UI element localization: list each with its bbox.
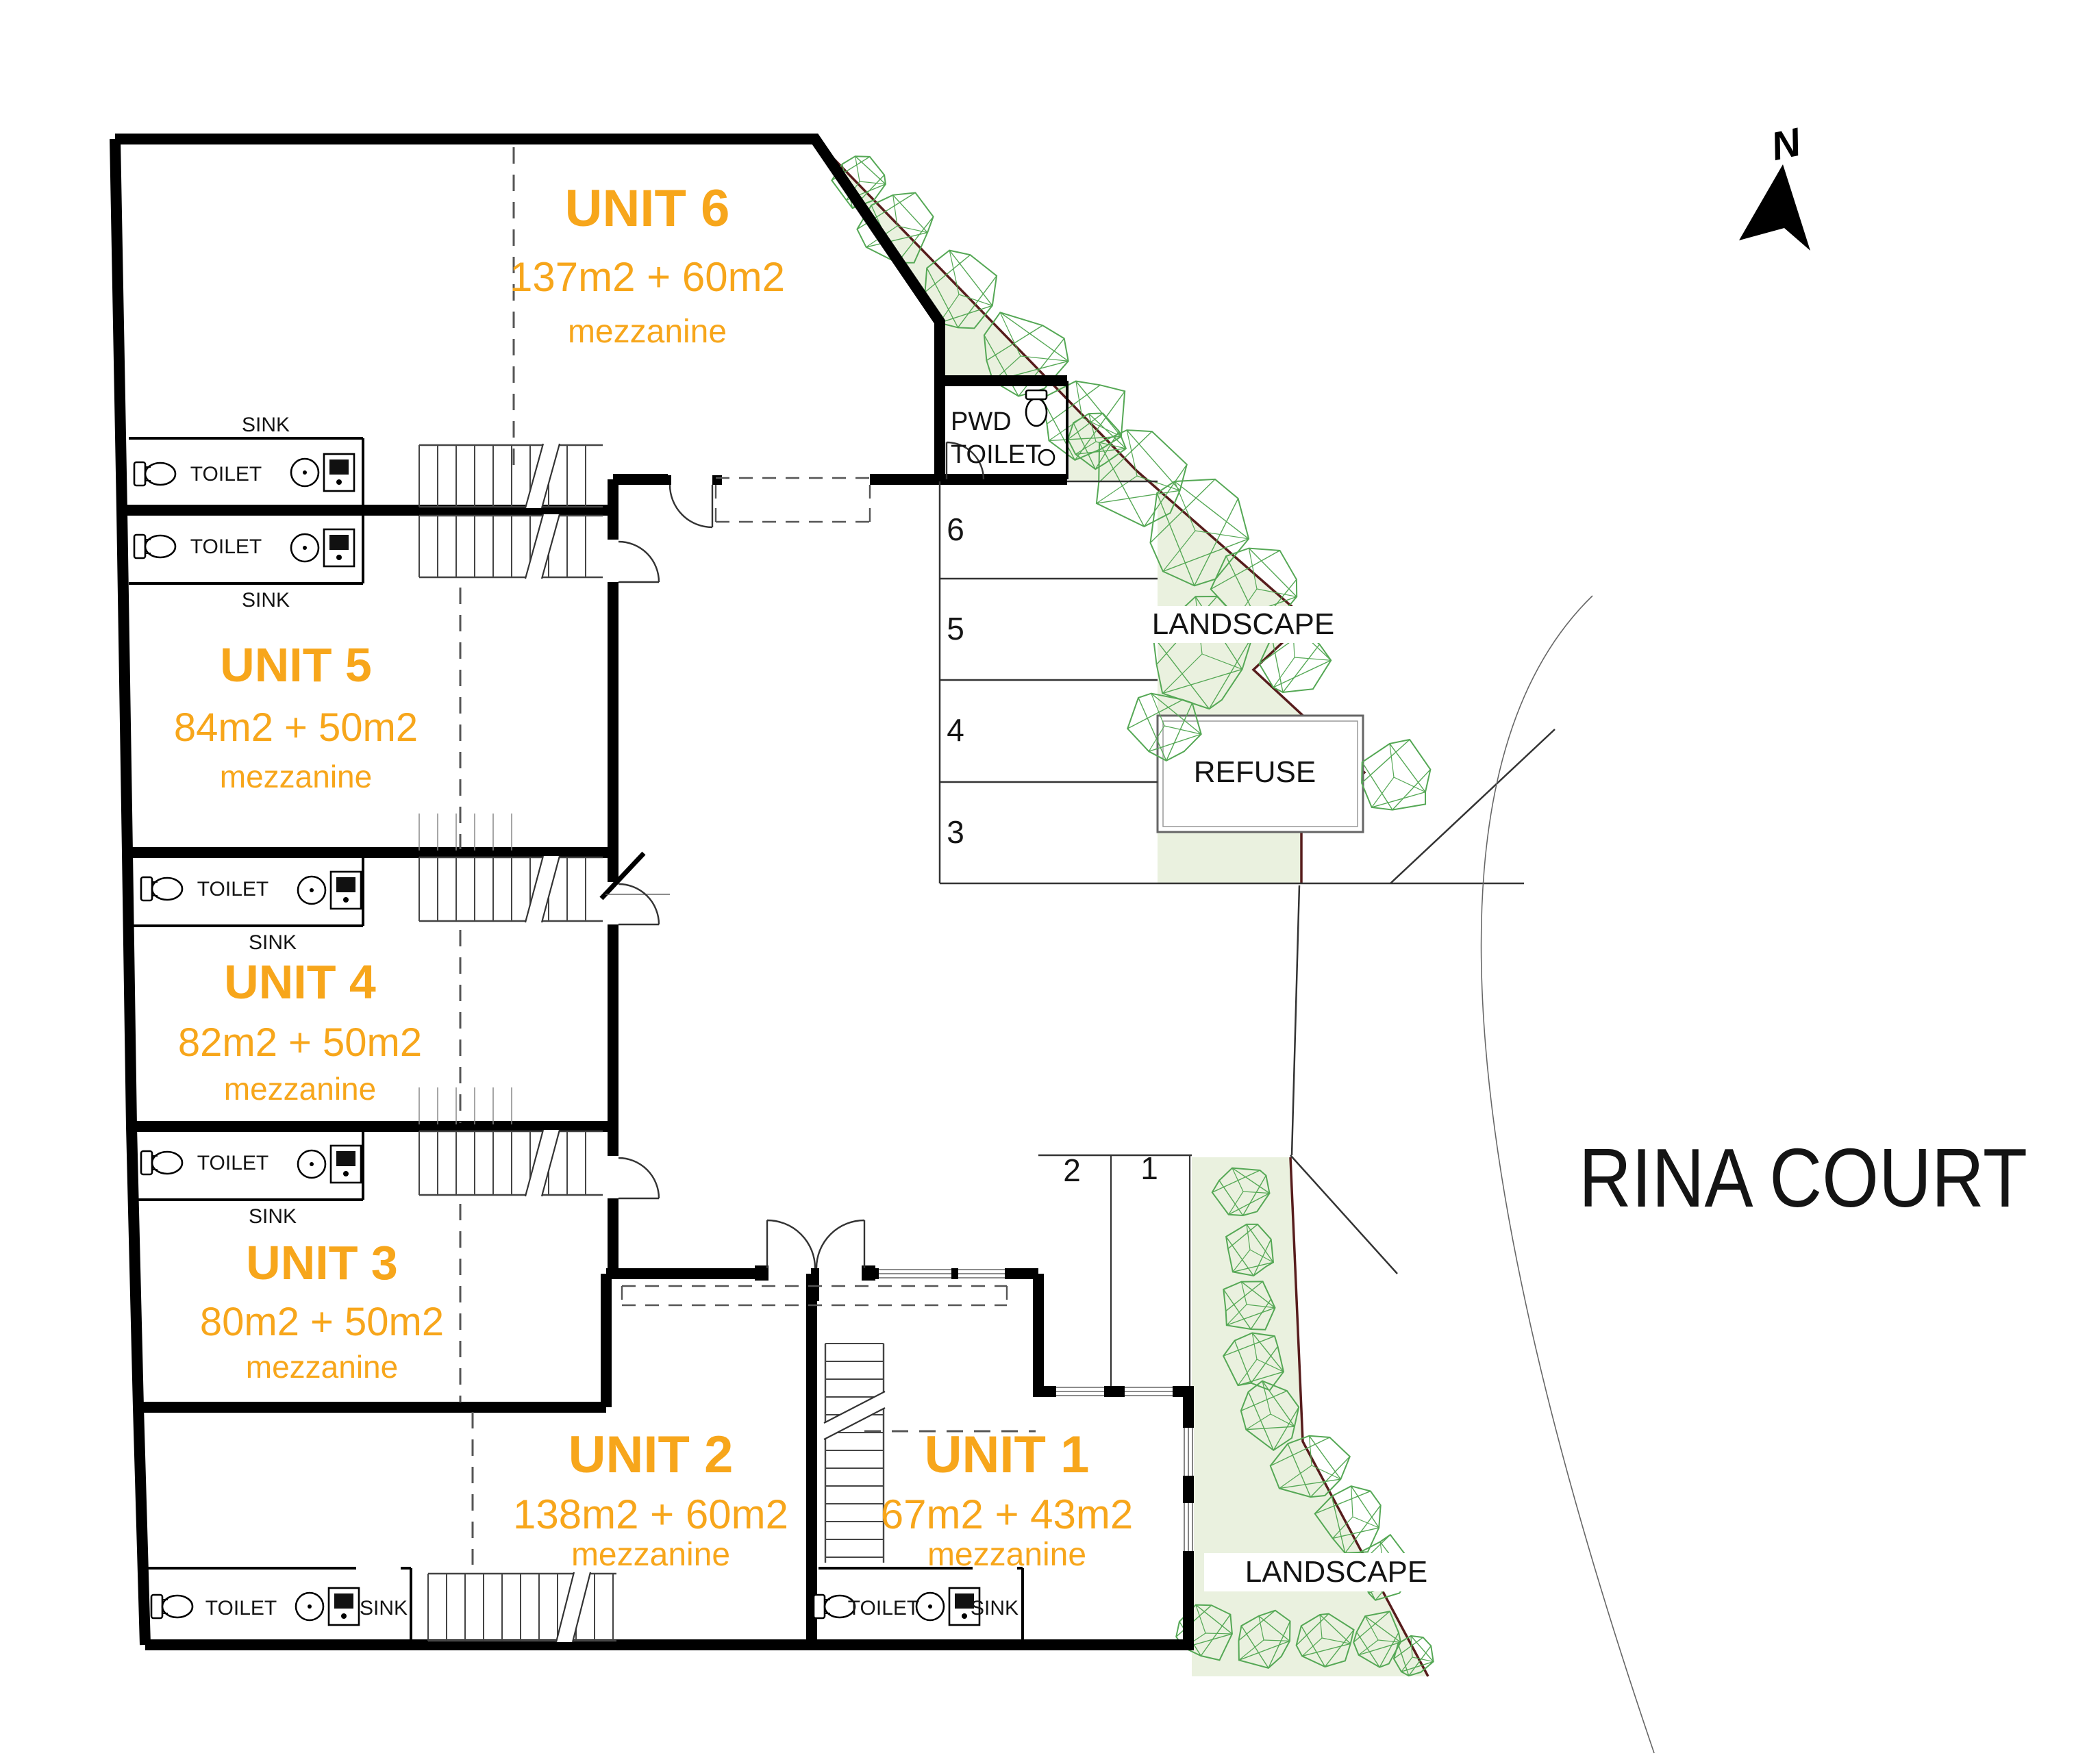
- landscape-chip-bottom: [1204, 1553, 1469, 1591]
- unit2-area: 138m2 + 60m2: [513, 1491, 788, 1537]
- parking-space-6: 6: [947, 512, 964, 547]
- sink-label: SINK: [360, 1597, 408, 1620]
- parking-space-2: 2: [1063, 1152, 1081, 1188]
- building-walls: [110, 134, 1194, 1650]
- toilet-label: TOILET: [197, 1152, 268, 1174]
- stair-icons: [418, 443, 886, 1643]
- refuse-label: REFUSE: [1194, 755, 1316, 789]
- sink-label: SINK: [249, 1205, 297, 1228]
- parking-space-4: 4: [947, 712, 964, 748]
- toilet-label: TOILET: [190, 463, 262, 486]
- unit5-name: UNIT 5: [220, 638, 372, 692]
- unit1-area: 67m2 + 43m2: [881, 1491, 1134, 1537]
- unit2-name: UNIT 2: [568, 1426, 734, 1484]
- pwd-toilet-label-line1: PWD: [951, 407, 1012, 436]
- landscape-label-bottom: LANDSCAPE: [1245, 1555, 1428, 1589]
- parking-space-3: 3: [947, 814, 964, 850]
- toilet-label: TOILET: [197, 878, 268, 900]
- unit3-mezzanine: mezzanine: [246, 1349, 398, 1385]
- parking-space-1: 1: [1140, 1150, 1158, 1186]
- street-name: RINA COURT: [1579, 1131, 2027, 1224]
- toilet-label: TOILET: [205, 1597, 277, 1620]
- window-icons: [879, 1268, 1194, 1551]
- sink-label: SINK: [249, 931, 297, 954]
- north-label: N: [1767, 120, 1805, 170]
- unit5-mezzanine: mezzanine: [220, 759, 372, 794]
- unit4-mezzanine: mezzanine: [224, 1071, 376, 1107]
- road-lines: [940, 595, 1655, 1754]
- refuse-enclosure: [1156, 714, 1364, 833]
- north-arrow-icon: N: [1739, 120, 1810, 251]
- unit1-name: UNIT 1: [925, 1426, 1090, 1484]
- sink-label: SINK: [971, 1597, 1018, 1620]
- unit6-area: 137m2 + 60m2: [510, 254, 785, 300]
- unit2-mezzanine: mezzanine: [571, 1537, 730, 1573]
- unit1-mezzanine: mezzanine: [927, 1537, 1086, 1573]
- pwd-toilet-label-line2: TOILET: [951, 440, 1041, 469]
- unit6-mezzanine: mezzanine: [568, 314, 727, 350]
- unit5-area: 84m2 + 50m2: [174, 705, 418, 750]
- unit6-name: UNIT 6: [565, 179, 730, 238]
- sink-label: SINK: [242, 414, 290, 436]
- unit4-name: UNIT 4: [224, 955, 376, 1009]
- toilet-sink-icons: [133, 389, 1055, 1626]
- unit3-name: UNIT 3: [246, 1236, 398, 1289]
- mezzanine-dashed-lines: [459, 147, 1036, 1565]
- toilet-label: TOILET: [848, 1597, 919, 1620]
- landscape-label-top: LANDSCAPE: [1152, 607, 1335, 641]
- unit3-area: 80m2 + 50m2: [200, 1300, 444, 1344]
- unit4-area: 82m2 + 50m2: [178, 1020, 422, 1065]
- landscape-areas: [819, 144, 1429, 1677]
- sink-label: SINK: [242, 589, 290, 612]
- tree-icons: [831, 155, 1434, 1677]
- landscape-chip-top: [1123, 606, 1363, 643]
- door-icons: [618, 441, 985, 1269]
- parking-space-5: 5: [947, 611, 964, 646]
- toilet-label: TOILET: [190, 536, 262, 558]
